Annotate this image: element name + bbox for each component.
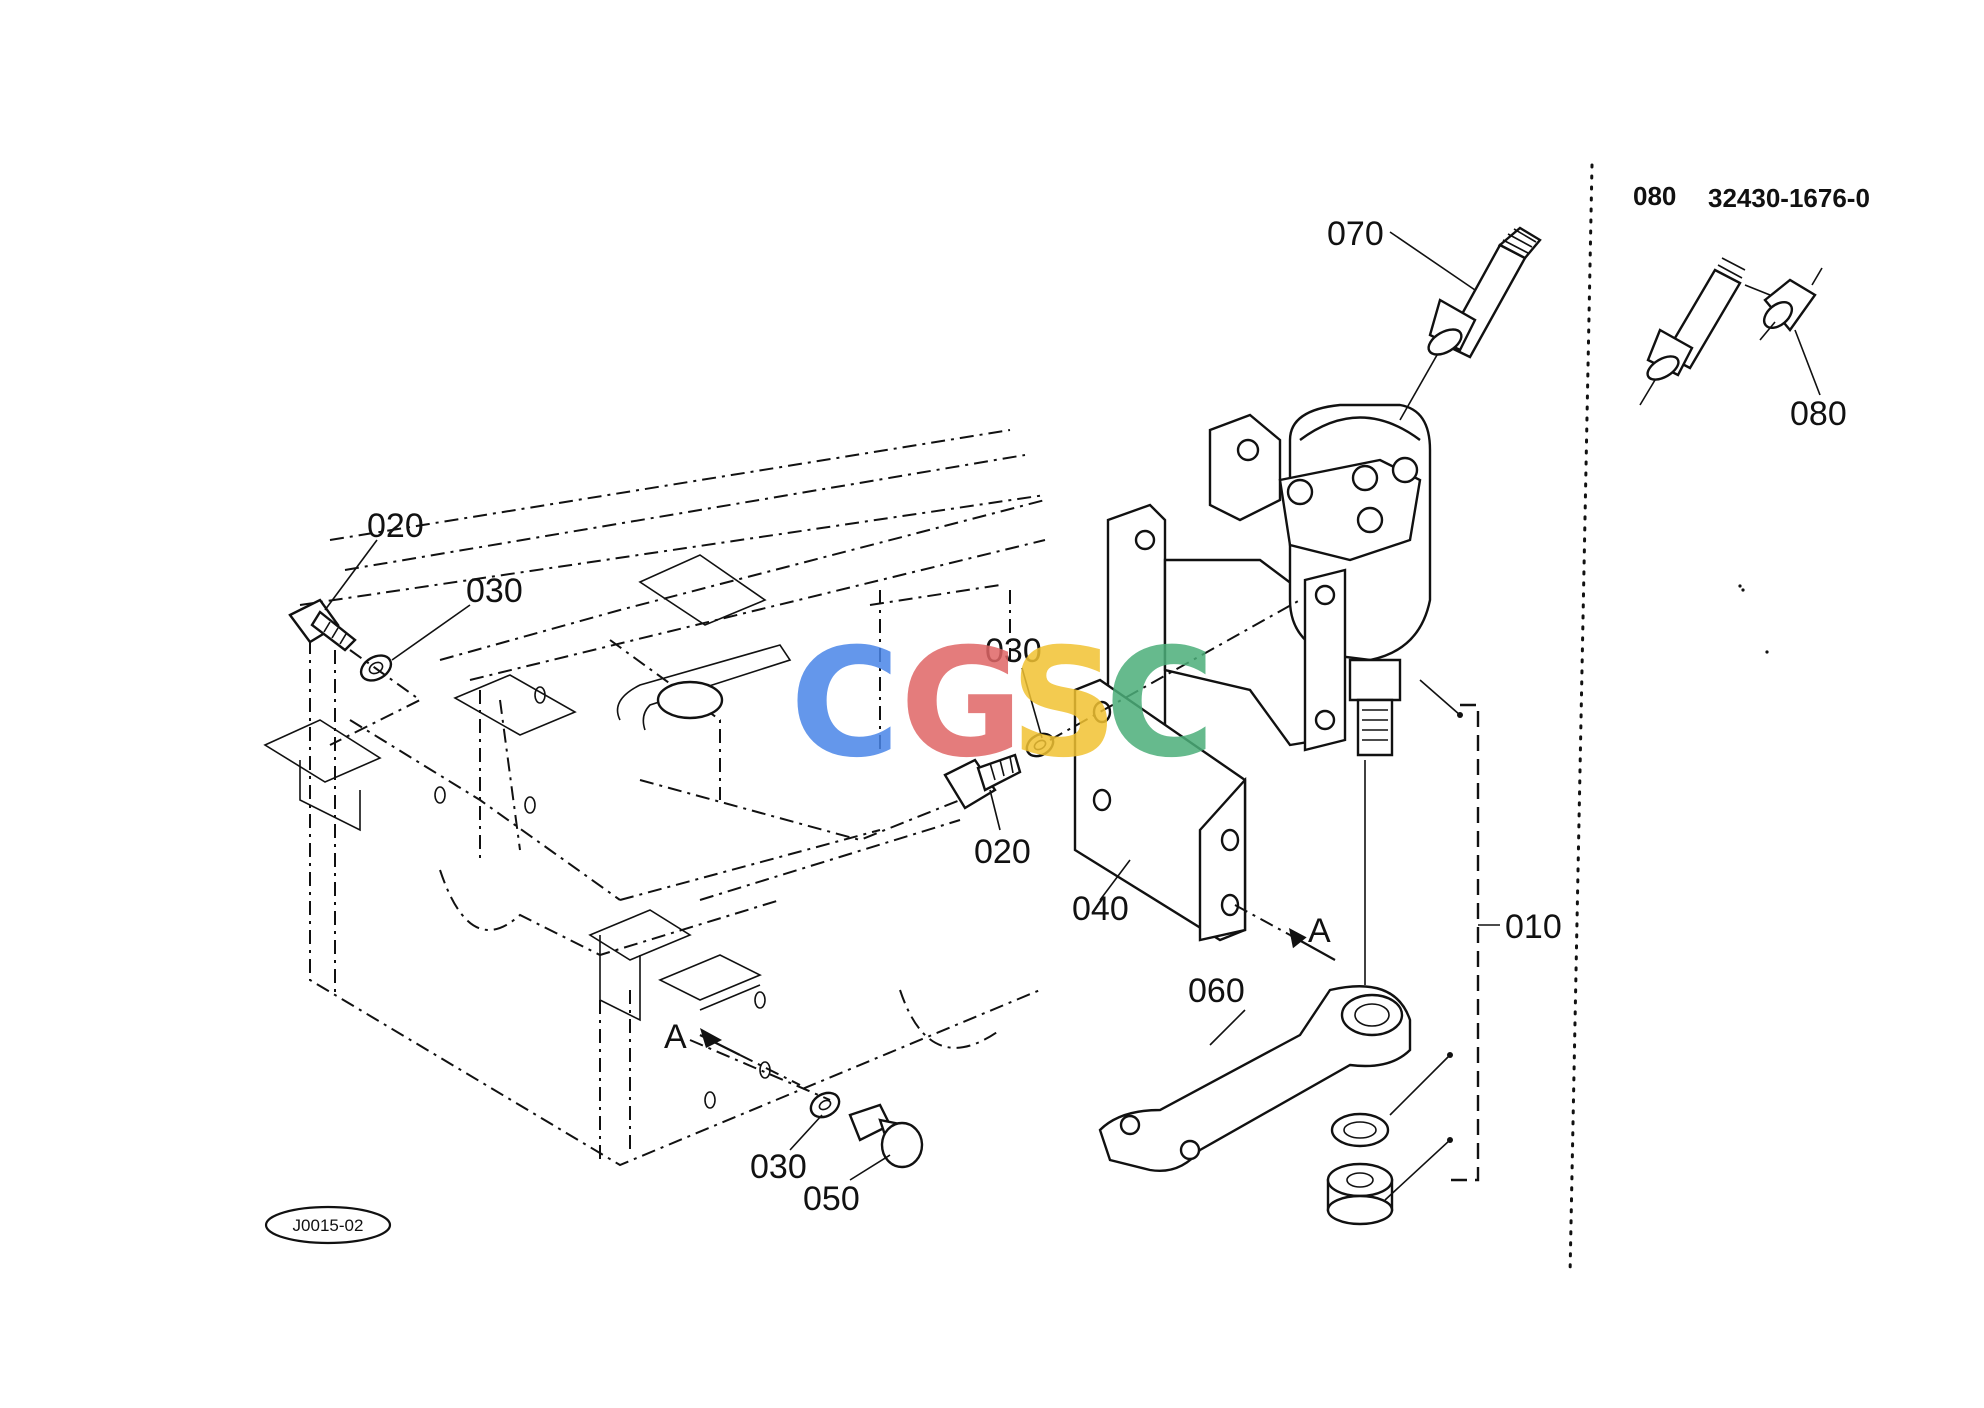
frame-outline <box>263 429 1046 1167</box>
inset-ref-number: 080 <box>1633 181 1676 211</box>
callout-080-inset: 080 <box>1790 395 1847 433</box>
inset-divider <box>1568 163 1594 1277</box>
callout-030-left: 030 <box>466 572 523 610</box>
inset-shaft <box>1639 257 1771 406</box>
drawing-code: J0015-02 <box>293 1216 364 1235</box>
washer-mid <box>1025 732 1055 758</box>
watermark-letter-1: C <box>790 617 900 791</box>
callout-060: 060 <box>1188 972 1245 1010</box>
view-arrow-right <box>1234 904 1336 961</box>
bolt-left <box>288 598 357 652</box>
callout-010: 010 <box>1505 908 1562 946</box>
view-arrow-left <box>699 1028 801 1086</box>
callout-030-mid: 030 <box>985 632 1042 670</box>
watermark-letter-2: G <box>900 617 1023 791</box>
inset-header: 080 32430-1676-0 <box>1633 181 1870 213</box>
mounting-bracket <box>1073 678 1247 942</box>
callout-070: 070 <box>1327 215 1384 253</box>
callout-050: 050 <box>803 1180 860 1218</box>
lock-washer-and-nut <box>1326 1112 1394 1226</box>
watermark: C G S C <box>790 617 1215 791</box>
view-marker-a-left: A <box>664 1018 687 1056</box>
callout-020-mid: 020 <box>974 833 1031 871</box>
callout-020-left: 020 <box>367 507 424 545</box>
drawing-code-badge: J0015-02 <box>264 1205 392 1245</box>
bolt-bottom <box>848 1103 924 1169</box>
callout-labels: 070 020 030 030 020 040 010 060 030 050 … <box>367 215 1847 1218</box>
callout-030-bottom: 030 <box>750 1148 807 1186</box>
stray-marks <box>1738 584 1769 654</box>
bolt-mid <box>943 753 1022 810</box>
callout-040: 040 <box>1072 890 1129 928</box>
watermark-letter-3: S <box>1010 617 1118 791</box>
view-marker-a-right: A <box>1308 912 1331 950</box>
inset-part-number: 32430-1676-0 <box>1708 183 1870 213</box>
washer-bottom <box>809 1091 841 1119</box>
steering-shaft <box>1399 226 1542 421</box>
leader-lines <box>324 231 1476 1201</box>
pitman-arm <box>1098 985 1412 1172</box>
watermark-letter-4: C <box>1105 617 1215 791</box>
assembly-bracket-010 <box>1447 703 1500 1182</box>
inset-sleeve <box>1759 267 1823 396</box>
